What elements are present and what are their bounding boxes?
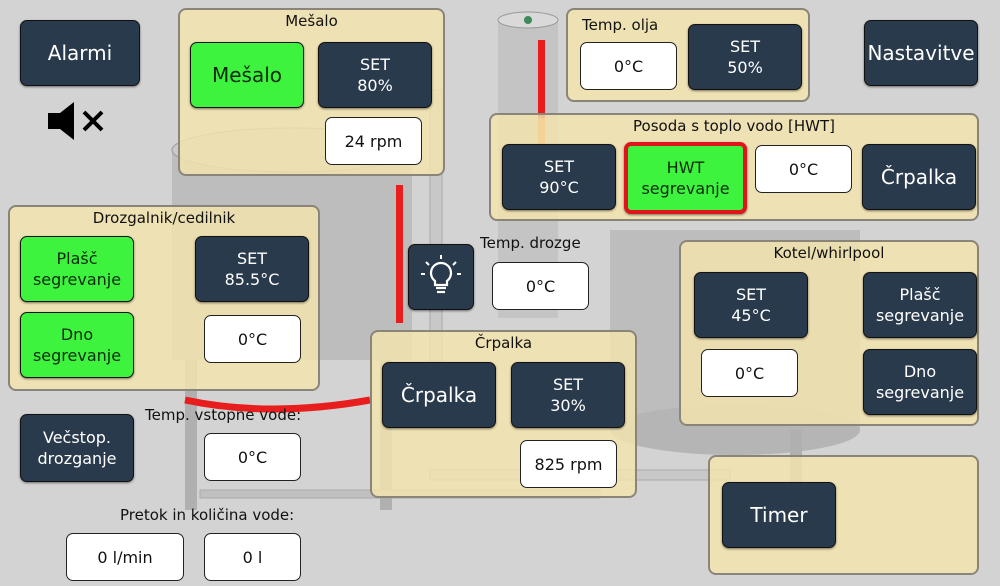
drozgalnik-dno-heating-button[interactable]: Dno segrevanje	[20, 312, 134, 378]
mesalo-set-value: 80%	[357, 76, 393, 95]
drozgalnik-temp-readout: 0°C	[204, 315, 301, 363]
vecstop-label: Večstop.	[43, 428, 111, 447]
drozgalnik-plasc-label: Plašč	[56, 249, 98, 268]
hwt-title: Posoda s toplo vodo [HWT]	[633, 117, 835, 135]
alarmi-button[interactable]: Alarmi	[20, 20, 140, 86]
mesalo-rpm-readout: 24 rpm	[325, 117, 422, 165]
drozgalnik-dno-sublabel: segrevanje	[32, 346, 122, 365]
temp-drozge-readout: 0°C	[492, 262, 589, 310]
pretok-amount-readout: 0 l	[204, 533, 301, 581]
hwt-set-button[interactable]: SET 90°C	[502, 144, 616, 210]
kotel-title: Kotel/whirlpool	[773, 244, 885, 262]
pretok-flow-readout: 0 l/min	[66, 533, 184, 581]
drozgalnik-dno-label: Dno	[60, 325, 94, 344]
kotel-set-value: 45°C	[731, 306, 771, 325]
kotel-plasc-label: Plašč	[899, 285, 941, 304]
timer-button[interactable]: Timer	[722, 482, 836, 548]
vecstop-sublabel: drozganje	[37, 449, 117, 468]
temp-drozge-title: Temp. drozge	[480, 234, 581, 252]
hwt-heating-button[interactable]: HWT segrevanje	[624, 142, 747, 214]
hwt-pump-button[interactable]: Črpalka	[862, 144, 976, 210]
vecstop-drozganje-button[interactable]: Večstop. drozganje	[20, 414, 134, 482]
kotel-dno-sublabel: segrevanje	[875, 383, 965, 402]
temp-olja-set-button[interactable]: SET 50%	[688, 24, 802, 90]
speaker-muted-icon[interactable]	[42, 100, 112, 142]
hwt-set-label: SET	[543, 157, 575, 176]
temp-olja-set-value: 50%	[727, 58, 763, 77]
crpalka-set-label: SET	[552, 375, 584, 394]
temp-olja-set-label: SET	[729, 37, 761, 56]
kotel-plasc-sublabel: segrevanje	[875, 306, 965, 325]
nastavitve-button[interactable]: Nastavitve	[864, 20, 978, 86]
crpalka-set-button[interactable]: SET 30%	[511, 362, 625, 428]
crpalka-rpm-readout: 825 rpm	[520, 440, 617, 488]
kotel-set-button[interactable]: SET 45°C	[694, 272, 808, 338]
drozgalnik-plasc-heating-button[interactable]: Plašč segrevanje	[20, 236, 134, 302]
drozgalnik-title: Drozgalnik/cedilnik	[92, 209, 236, 227]
crpalka-set-value: 30%	[550, 396, 586, 415]
hwt-heating-label: HWT	[666, 158, 705, 177]
drozgalnik-set-label: SET	[236, 249, 268, 268]
vstopna-voda-title: Temp. vstopne vode:	[145, 406, 302, 424]
kotel-dno-label: Dno	[903, 362, 937, 381]
kotel-plasc-heating-button[interactable]: Plašč segrevanje	[863, 272, 977, 338]
temp-olja-readout: 0°C	[580, 42, 677, 90]
drozgalnik-set-button[interactable]: SET 85.5°C	[195, 236, 309, 302]
vstopna-voda-readout: 0°C	[204, 433, 301, 481]
pretok-title: Pretok in količina vode:	[120, 506, 295, 524]
hwt-heating-sublabel: segrevanje	[641, 179, 730, 198]
lightbulb-icon[interactable]	[408, 244, 474, 310]
drozgalnik-plasc-sublabel: segrevanje	[32, 270, 122, 289]
kotel-set-label: SET	[735, 285, 767, 304]
mesalo-title: Mešalo	[285, 12, 338, 30]
crpalka-pump-button[interactable]: Črpalka	[382, 362, 496, 428]
drozgalnik-set-value: 85.5°C	[224, 270, 280, 289]
mesalo-toggle-button[interactable]: Mešalo	[190, 42, 304, 108]
hwt-set-value: 90°C	[539, 178, 579, 197]
kotel-temp-readout: 0°C	[701, 349, 798, 397]
hwt-temp-readout: 0°C	[755, 145, 852, 193]
temp-olja-title: Temp. olja	[582, 16, 659, 34]
kotel-dno-heating-button[interactable]: Dno segrevanje	[863, 349, 977, 415]
mesalo-set-label: SET	[359, 55, 391, 74]
crpalka-title: Črpalka	[474, 334, 533, 352]
mesalo-set-button[interactable]: SET 80%	[318, 42, 432, 108]
